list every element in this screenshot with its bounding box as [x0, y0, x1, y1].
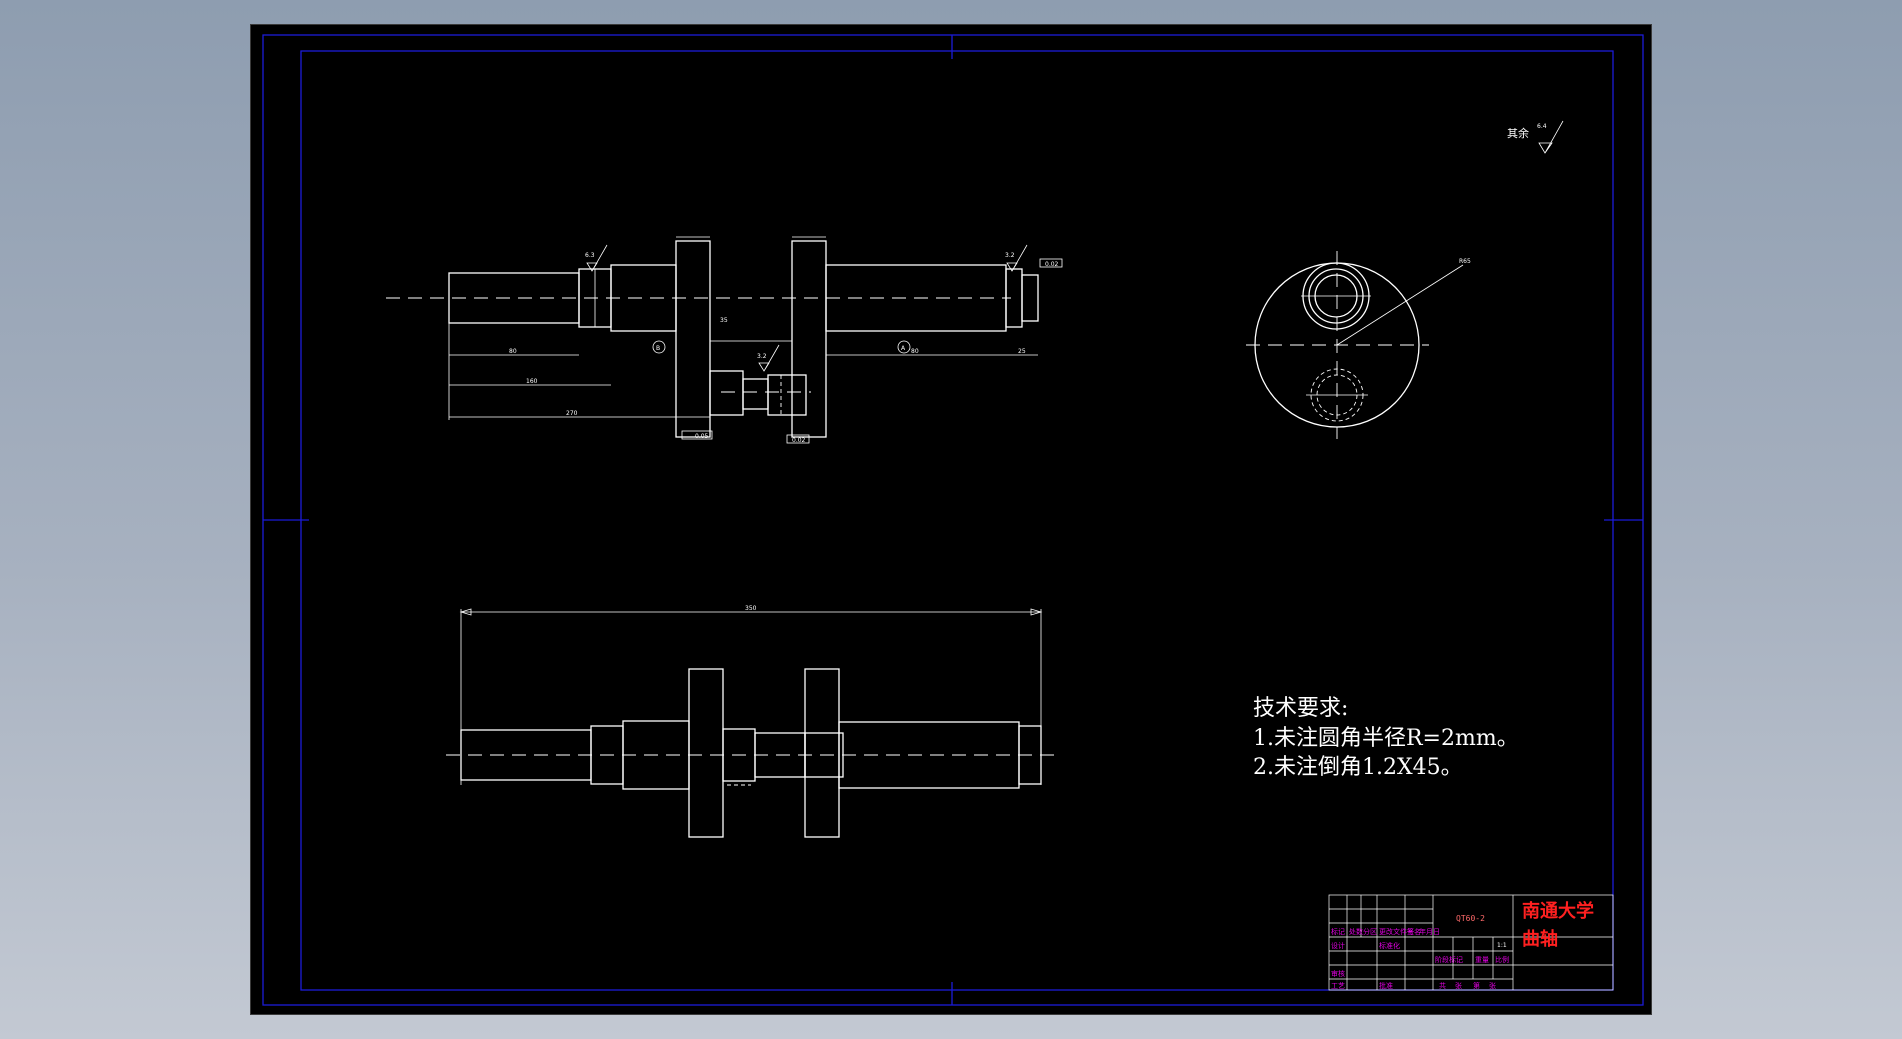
dim-text-crankpin: 35 — [720, 317, 728, 324]
tb-label-zone: 分区 — [1363, 927, 1377, 936]
radius-leader — [1336, 264, 1464, 346]
tolerance-3-value: 0.02 — [1045, 261, 1059, 268]
tb-label-standard: 标准化 — [1379, 941, 1400, 950]
tb-label-sheet-no: 第 — [1473, 981, 1480, 990]
crankpin-neck — [742, 378, 769, 410]
left-collar — [610, 264, 677, 332]
tb-label-mark: 标记 — [1331, 927, 1345, 936]
dim-text-160: 160 — [526, 378, 538, 385]
roughness-mark-2-value: 3.2 — [1005, 252, 1015, 259]
cad-drawing: 其余 6.4 80 160 270 80 — [262, 34, 1644, 1006]
tb-label-sign: 签名 — [1407, 927, 1421, 936]
title-block: QT60-2 南通大学 曲轴 标记 处数 分区 更改文件号 签名 年月日 设计 … — [1328, 894, 1614, 991]
b-pin-right — [804, 732, 844, 778]
other-surfaces-label: 其余 — [1507, 126, 1529, 140]
roughness-mark-1-value: 6.3 — [585, 252, 595, 259]
tb-label-count: 处数 — [1349, 927, 1363, 936]
tb-label-approve: 批准 — [1379, 981, 1393, 990]
datum-a-circle — [897, 340, 911, 354]
tb-label-sheet: 张 — [1489, 981, 1496, 990]
tb-label-design: 设计 — [1331, 941, 1345, 950]
dim-text-right-end: 25 — [1018, 348, 1026, 355]
material-code: QT60-2 — [1456, 914, 1485, 923]
roughness-mark-2-icon — [1006, 244, 1028, 272]
inner-frame — [300, 50, 1614, 991]
crankpin-left-section — [709, 370, 744, 416]
surface-roughness-note: 其余 6.4 — [1507, 120, 1564, 154]
tech-req-title: 技术要求: — [1253, 696, 1348, 721]
crankpin-right-section — [767, 374, 807, 416]
tolerance-frame-2 — [786, 434, 810, 444]
tolerance-frame-3 — [1039, 258, 1063, 268]
tolerance-frame-1 — [681, 430, 713, 440]
drawing-sheet: 其余 6.4 80 160 270 80 — [250, 24, 1652, 1015]
tb-label-date: 年月日 — [1419, 927, 1440, 936]
tb-label-sheets: 张 — [1455, 981, 1462, 990]
crankshaft-bottom-view: 350 — [446, 605, 1056, 838]
tolerance-2-value: 0.02 — [792, 437, 806, 444]
tech-req-line-1: 1.未注圆角半径R=2mm。 — [1253, 726, 1519, 751]
title-block-frame — [1328, 894, 1614, 991]
part-name: 曲轴 — [1522, 928, 1558, 950]
tb-label-process: 工艺 — [1331, 982, 1345, 990]
roughness-mark-1-icon — [586, 244, 608, 272]
right-web — [791, 240, 827, 438]
tolerance-1-value: 0.05 — [695, 433, 709, 440]
tb-label-scale: 比例 — [1495, 955, 1509, 964]
b-left-web — [688, 668, 724, 838]
b-right-step — [1018, 725, 1042, 785]
radius-text: R65 — [1459, 258, 1471, 265]
roughness-mark-3-value: 3.2 — [757, 353, 767, 360]
crankshaft-front-view: 80 160 270 80 25 35 6.3 3.2 3.2 B A 0.05… — [386, 236, 1063, 444]
tb-label-change-doc: 更改文件号 — [1379, 927, 1414, 936]
left-web — [675, 240, 711, 438]
left-journal — [448, 272, 580, 324]
tech-req-line-2: 2.未注倒角1.2X45。 — [1253, 755, 1463, 780]
scale-value: 1:1 — [1497, 942, 1507, 949]
roughness-symbol-icon — [1538, 120, 1564, 154]
technical-requirements: 技术要求: 1.未注圆角半径R=2mm。 2.未注倒角1.2X45。 — [1253, 696, 1519, 780]
datum-b-label: B — [656, 345, 660, 352]
right-end-shaft — [1021, 274, 1039, 322]
dim-text-270: 270 — [566, 410, 578, 417]
overall-length-text: 350 — [745, 605, 757, 612]
tb-label-weight: 重量 — [1475, 956, 1489, 964]
roughness-value: 6.4 — [1537, 123, 1547, 130]
tb-label-total: 共 — [1439, 981, 1446, 990]
tb-label-review: 审核 — [1331, 969, 1345, 978]
dim-arrows-icon — [459, 608, 1043, 616]
dim-text-80: 80 — [509, 348, 517, 355]
school-name: 南通大学 — [1522, 900, 1594, 922]
datum-a-label: A — [901, 345, 906, 352]
dim-text-right: 80 — [911, 348, 919, 355]
outer-frame — [262, 34, 1644, 1006]
datum-b-circle — [652, 340, 666, 354]
roughness-mark-3-icon — [758, 344, 780, 372]
crankshaft-side-view: R65 — [1246, 251, 1471, 439]
b-right-web — [804, 668, 840, 838]
tb-label-stage: 阶段标记 — [1435, 955, 1463, 964]
